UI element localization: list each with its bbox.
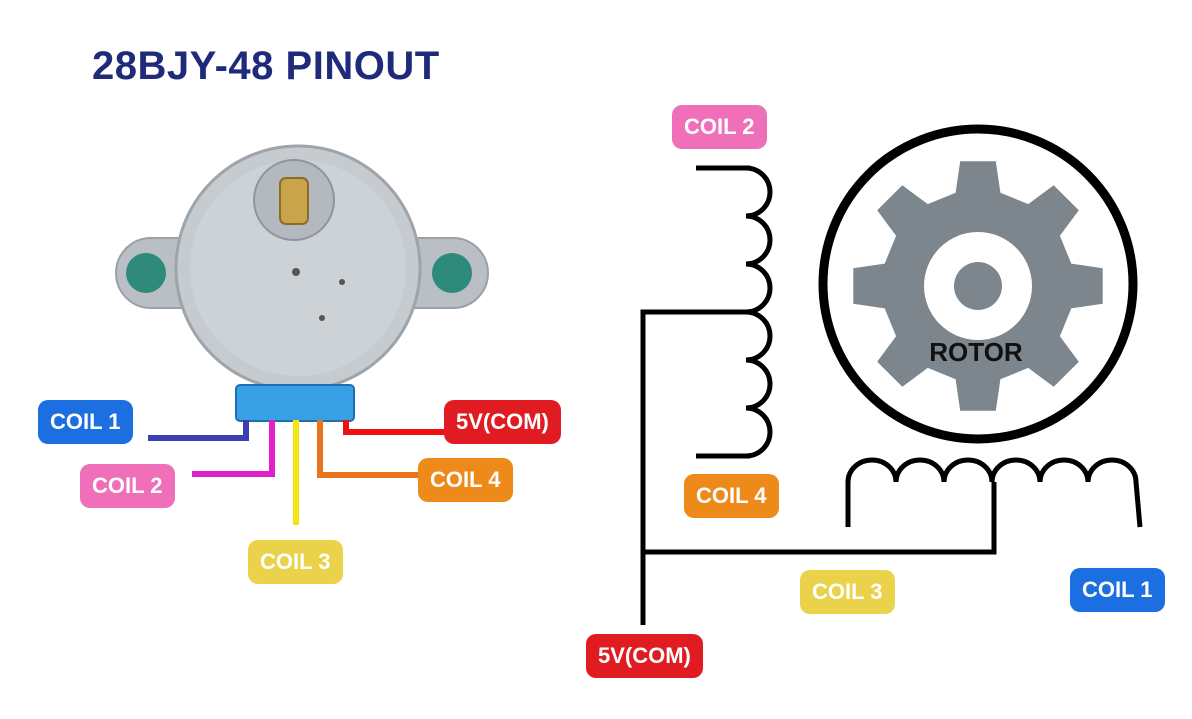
motor-wires xyxy=(148,420,444,525)
rotor: ROTOR xyxy=(818,124,1138,444)
screw-dot xyxy=(292,268,300,276)
wire-com xyxy=(343,420,444,435)
connector xyxy=(235,384,355,422)
left-label-coil4: COIL 4 xyxy=(418,458,513,502)
motor-face xyxy=(190,160,406,376)
rotor-ring xyxy=(818,124,1138,444)
gear-axle xyxy=(954,262,1002,310)
wire-coil1 xyxy=(148,420,249,441)
screw-dot xyxy=(319,315,325,321)
common-wire xyxy=(640,309,750,625)
schematic xyxy=(640,165,1143,625)
mounting-hole-right xyxy=(432,253,472,293)
center-tap-horizontal xyxy=(643,482,997,555)
right-label-coil1: COIL 1 xyxy=(1070,568,1165,612)
stepper-motor xyxy=(115,144,489,422)
right-label-com: 5V(COM) xyxy=(586,634,703,678)
mounting-hole-left xyxy=(126,253,166,293)
left-label-com: 5V(COM) xyxy=(444,400,561,444)
left-label-coil1: COIL 1 xyxy=(38,400,133,444)
wire-coil2 xyxy=(192,420,275,477)
right-label-coil3: COIL 3 xyxy=(800,570,895,614)
left-label-coil2: COIL 2 xyxy=(80,464,175,508)
left-label-coil3: COIL 3 xyxy=(248,540,343,584)
right-label-coil2: COIL 2 xyxy=(672,105,767,149)
wire-coil4 xyxy=(317,420,418,478)
shaft xyxy=(279,177,309,225)
rotor-label: ROTOR xyxy=(929,337,1023,367)
right-label-coil4: COIL 4 xyxy=(684,474,779,518)
screw-dot xyxy=(339,279,345,285)
page-title: 28BJY-48 PINOUT xyxy=(92,44,440,88)
